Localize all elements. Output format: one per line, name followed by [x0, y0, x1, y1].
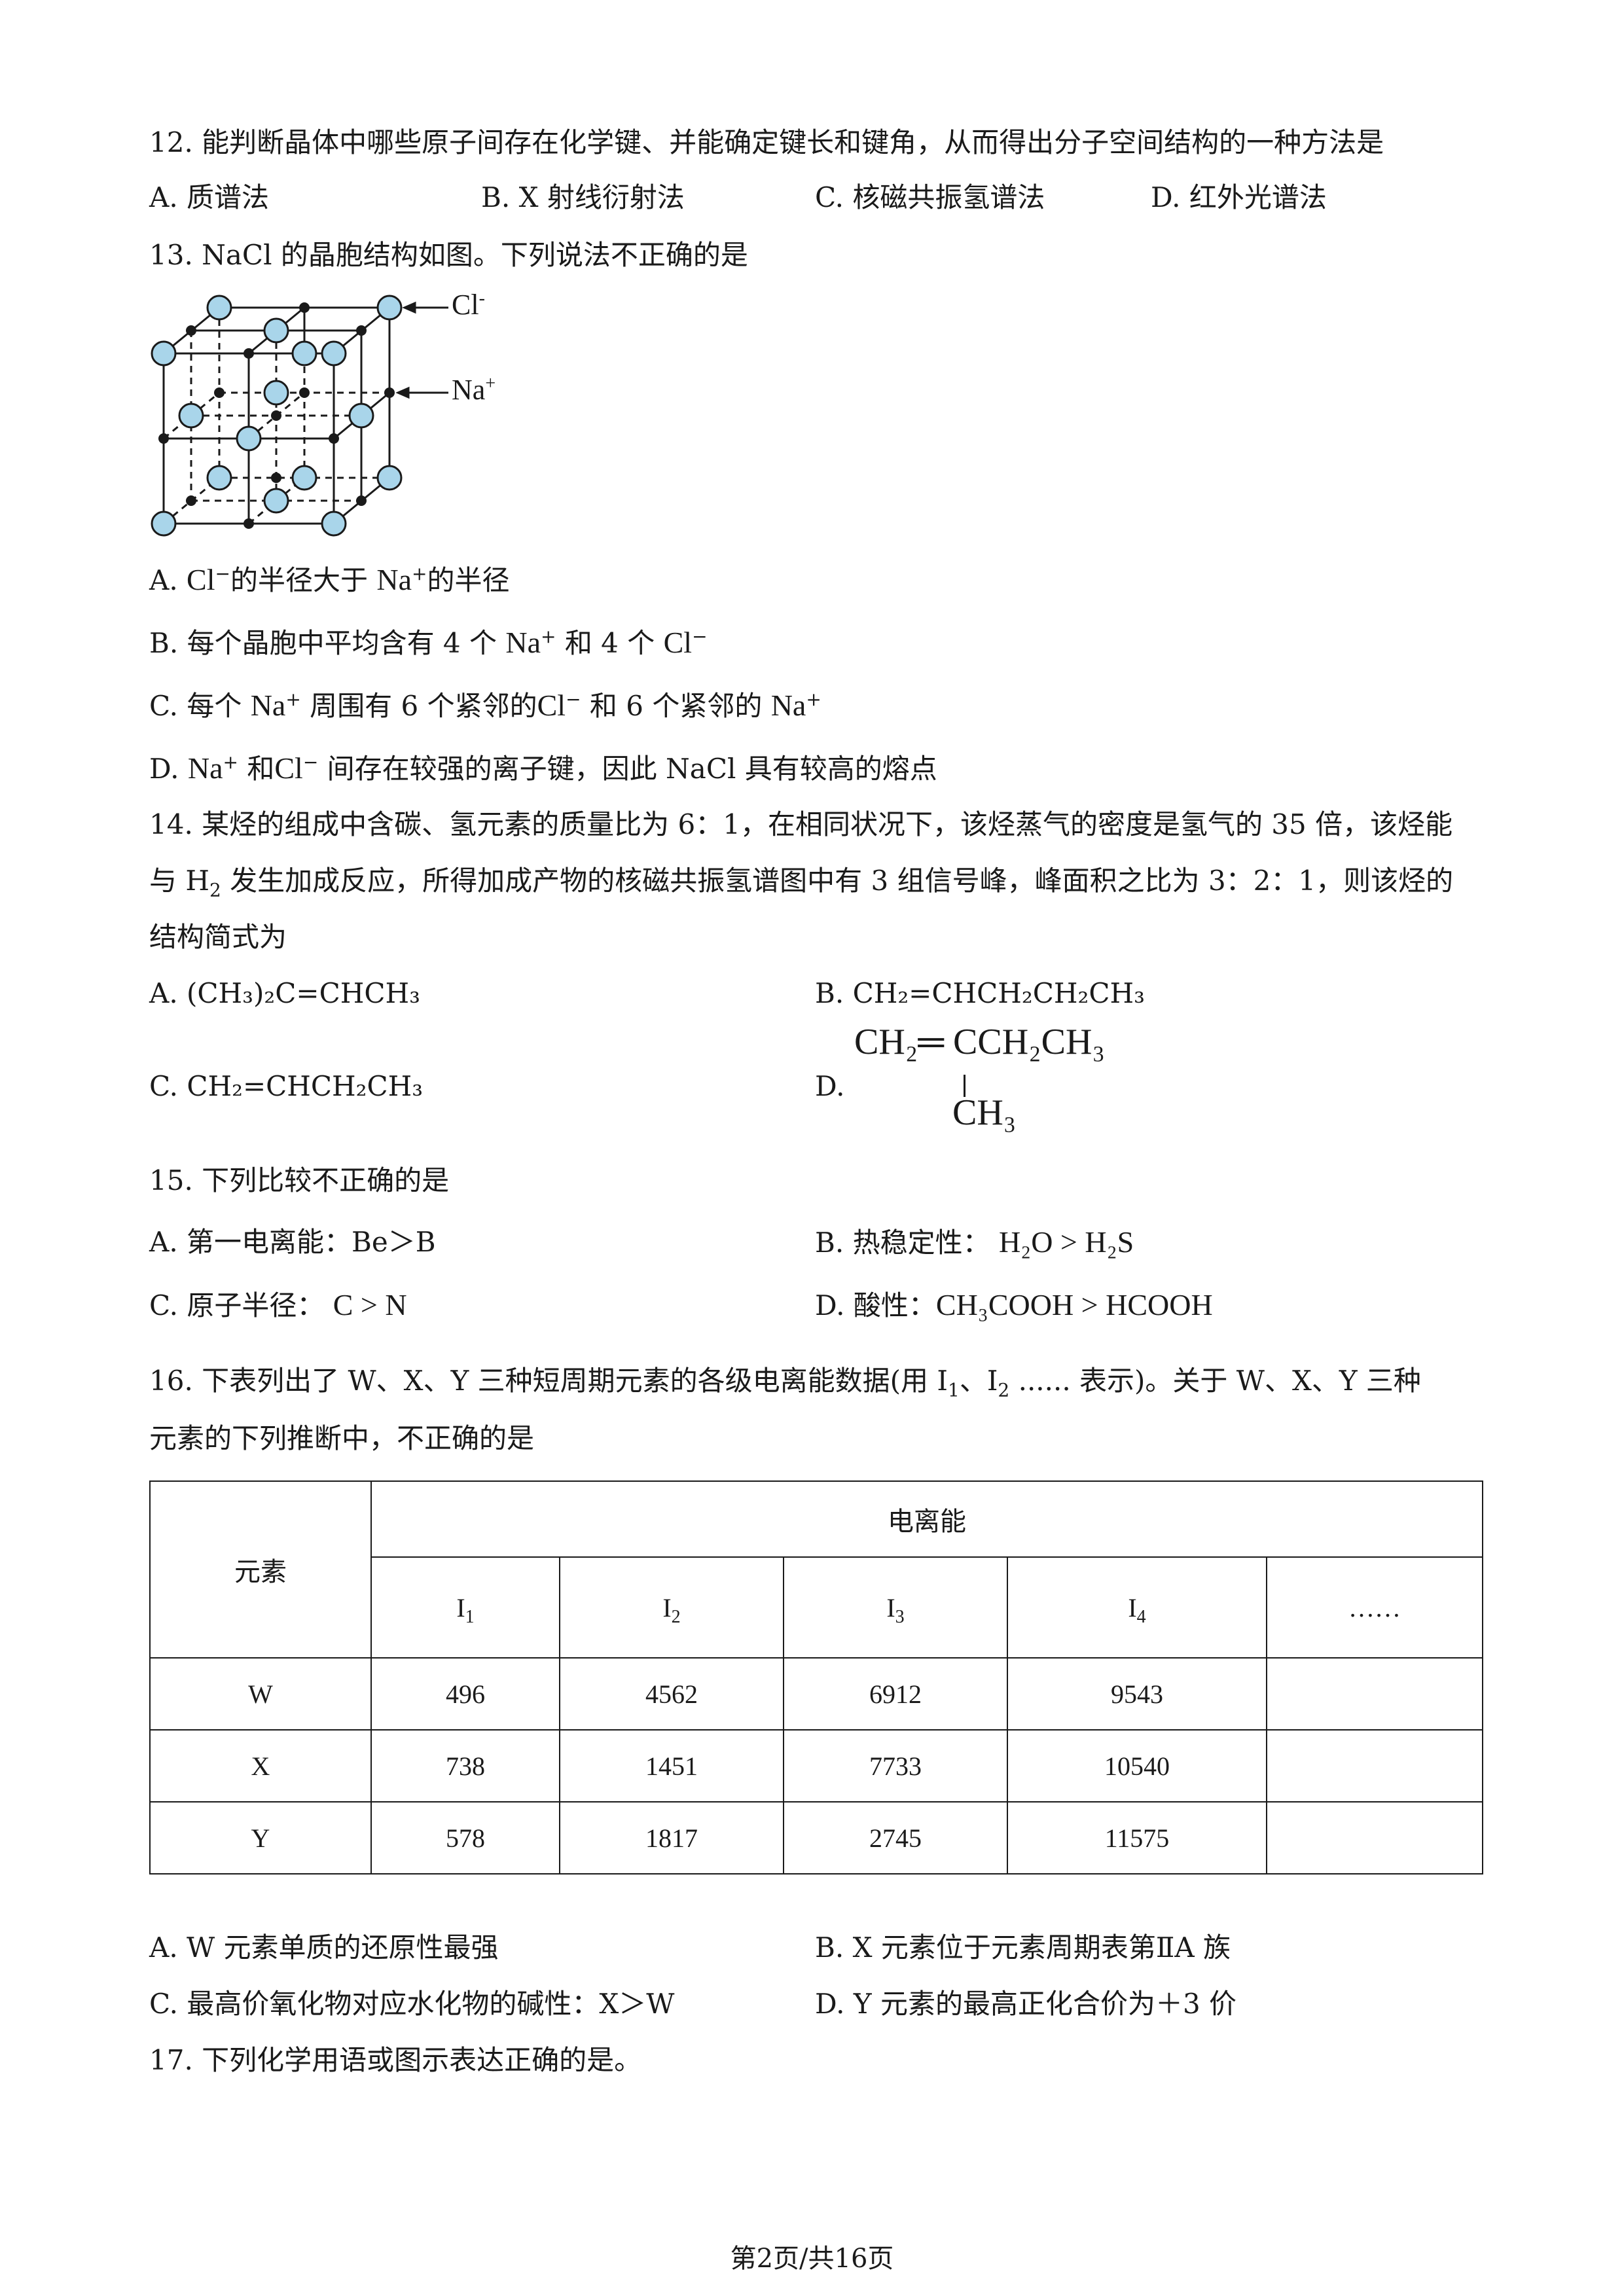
- header-i4: I4: [1007, 1556, 1267, 1659]
- header-ionization-energy: 电离能: [370, 1480, 1483, 1558]
- q12-stem: 12. 能判断晶体中哪些原子间存在化学键、并能确定键长和键角，从而得出分子空间结…: [149, 126, 1384, 158]
- table-row: Y 578 1817 2745 11575: [149, 1801, 1483, 1874]
- cl-label: Cl-: [452, 288, 485, 321]
- header-element: 元素: [149, 1480, 372, 1659]
- cell-value: 10540: [1007, 1729, 1267, 1803]
- row-element: Y: [149, 1801, 372, 1874]
- q12-option-d: D. 红外光谱法: [1151, 181, 1327, 213]
- row-element: W: [149, 1657, 372, 1731]
- header-i2: I2: [559, 1556, 784, 1659]
- cell-value: 11575: [1007, 1801, 1267, 1874]
- cell-value: 7733: [783, 1729, 1008, 1803]
- cell-value: 2745: [783, 1801, 1008, 1874]
- cell-value: 6912: [783, 1657, 1008, 1731]
- q14-option-d-structure-main: CH₂═ CCH₂CH₃: [854, 1022, 1105, 1062]
- ionization-energy-table: 元素 电离能 I1 I2 I3 I4 …… W 496 4562 6912 95…: [149, 1480, 1483, 1874]
- q14-option-c: C. CH₂=CHCH₂CH₃: [149, 1070, 424, 1102]
- q15-option-a: A. 第一电离能：Be＞B: [149, 1226, 436, 1258]
- q14-stem-line3: 结构简式为: [149, 921, 287, 953]
- cell-value: [1266, 1729, 1483, 1803]
- q12-option-b: B. X 射线衍射法: [481, 181, 685, 213]
- q16-stem-line2: 元素的下列推断中，不正确的是: [149, 1422, 535, 1454]
- cell-value: 1817: [559, 1801, 784, 1874]
- q14-stem-line1: 14. 某烃的组成中含碳、氢元素的质量比为 6：1，在相同状况下，该烃蒸气的密度…: [149, 808, 1453, 840]
- q13-option-d: D. Na+ 和Cl− 间存在较强的离子键，因此 NaCl 具有较高的熔点: [149, 751, 937, 785]
- q14-option-a: A. (CH₃)₂C=CHCH₃: [149, 977, 420, 1009]
- q17-stem: 17. 下列化学用语或图示表达正确的是。: [149, 2044, 642, 2076]
- cell-value: [1266, 1657, 1483, 1731]
- header-ellipsis: ……: [1266, 1556, 1483, 1659]
- row-element: X: [149, 1729, 372, 1803]
- cell-value: [1266, 1801, 1483, 1874]
- nacl-unit-cell-diagram: [151, 295, 448, 537]
- q16-option-b: B. X 元素位于元素周期表第ⅡA 族: [815, 1931, 1231, 1964]
- cell-value: 4562: [559, 1657, 784, 1731]
- table-row: X 738 1451 7733 10540: [149, 1729, 1483, 1803]
- q13-option-c: C. 每个 Na+ 周围有 6 个紧邻的Cl− 和 6 个紧邻的 Na+: [149, 689, 821, 722]
- q16-option-a: A. W 元素单质的还原性最强: [149, 1931, 499, 1964]
- q15-option-c: C. 原子半径： C > N: [149, 1288, 407, 1321]
- cell-value: 738: [370, 1729, 560, 1803]
- q16-option-c: C. 最高价氧化物对应水化物的碱性：X＞W: [149, 1988, 675, 2020]
- na-label: Na+: [452, 373, 496, 406]
- header-i1: I1: [370, 1556, 560, 1659]
- header-i3: I3: [783, 1556, 1008, 1659]
- q13-stem: 13. NaCl 的晶胞结构如图。下列说法不正确的是: [149, 239, 748, 271]
- q15-option-b: B. 热稳定性： H₂O > H₂S: [815, 1225, 1134, 1259]
- q13-option-b: B. 每个晶胞中平均含有 4 个 Na+ 和 4 个 Cl−: [149, 626, 708, 659]
- q14-option-d-structure-branch: CH₃: [952, 1092, 1017, 1133]
- cell-value: 496: [370, 1657, 560, 1731]
- q14-stem-line2: 与 H2 发生加成反应，所得加成产物的核磁共振氢谱图中有 3 组信号峰，峰面积之…: [149, 865, 1454, 901]
- q16-option-d: D. Y 元素的最高正化合价为＋3 价: [815, 1988, 1237, 2020]
- q15-option-d: D. 酸性：CH₃COOH > HCOOH: [815, 1288, 1213, 1321]
- q12-option-c: C. 核磁共振氢谱法: [815, 181, 1045, 213]
- cell-value: 1451: [559, 1729, 784, 1803]
- q14-option-b: B. CH₂=CHCH₂CH₂CH₃: [815, 977, 1145, 1009]
- q14-option-d-label: D.: [815, 1070, 845, 1102]
- q15-stem: 15. 下列比较不正确的是: [149, 1164, 450, 1196]
- page-footer: 第2页/共16页: [730, 2244, 894, 2274]
- q12-option-a: A. 质谱法: [149, 181, 270, 213]
- q16-stem-line1: 16. 下表列出了 W、X、Y 三种短周期元素的各级电离能数据(用 I1、I2 …: [149, 1365, 1421, 1401]
- cell-value: 9543: [1007, 1657, 1267, 1731]
- q14-option-d-bond-line: [964, 1075, 965, 1097]
- table-row: W 496 4562 6912 9543: [149, 1657, 1483, 1731]
- cell-value: 578: [370, 1801, 560, 1874]
- q13-option-a: A. Cl−的半径大于 Na+的半径: [149, 563, 510, 596]
